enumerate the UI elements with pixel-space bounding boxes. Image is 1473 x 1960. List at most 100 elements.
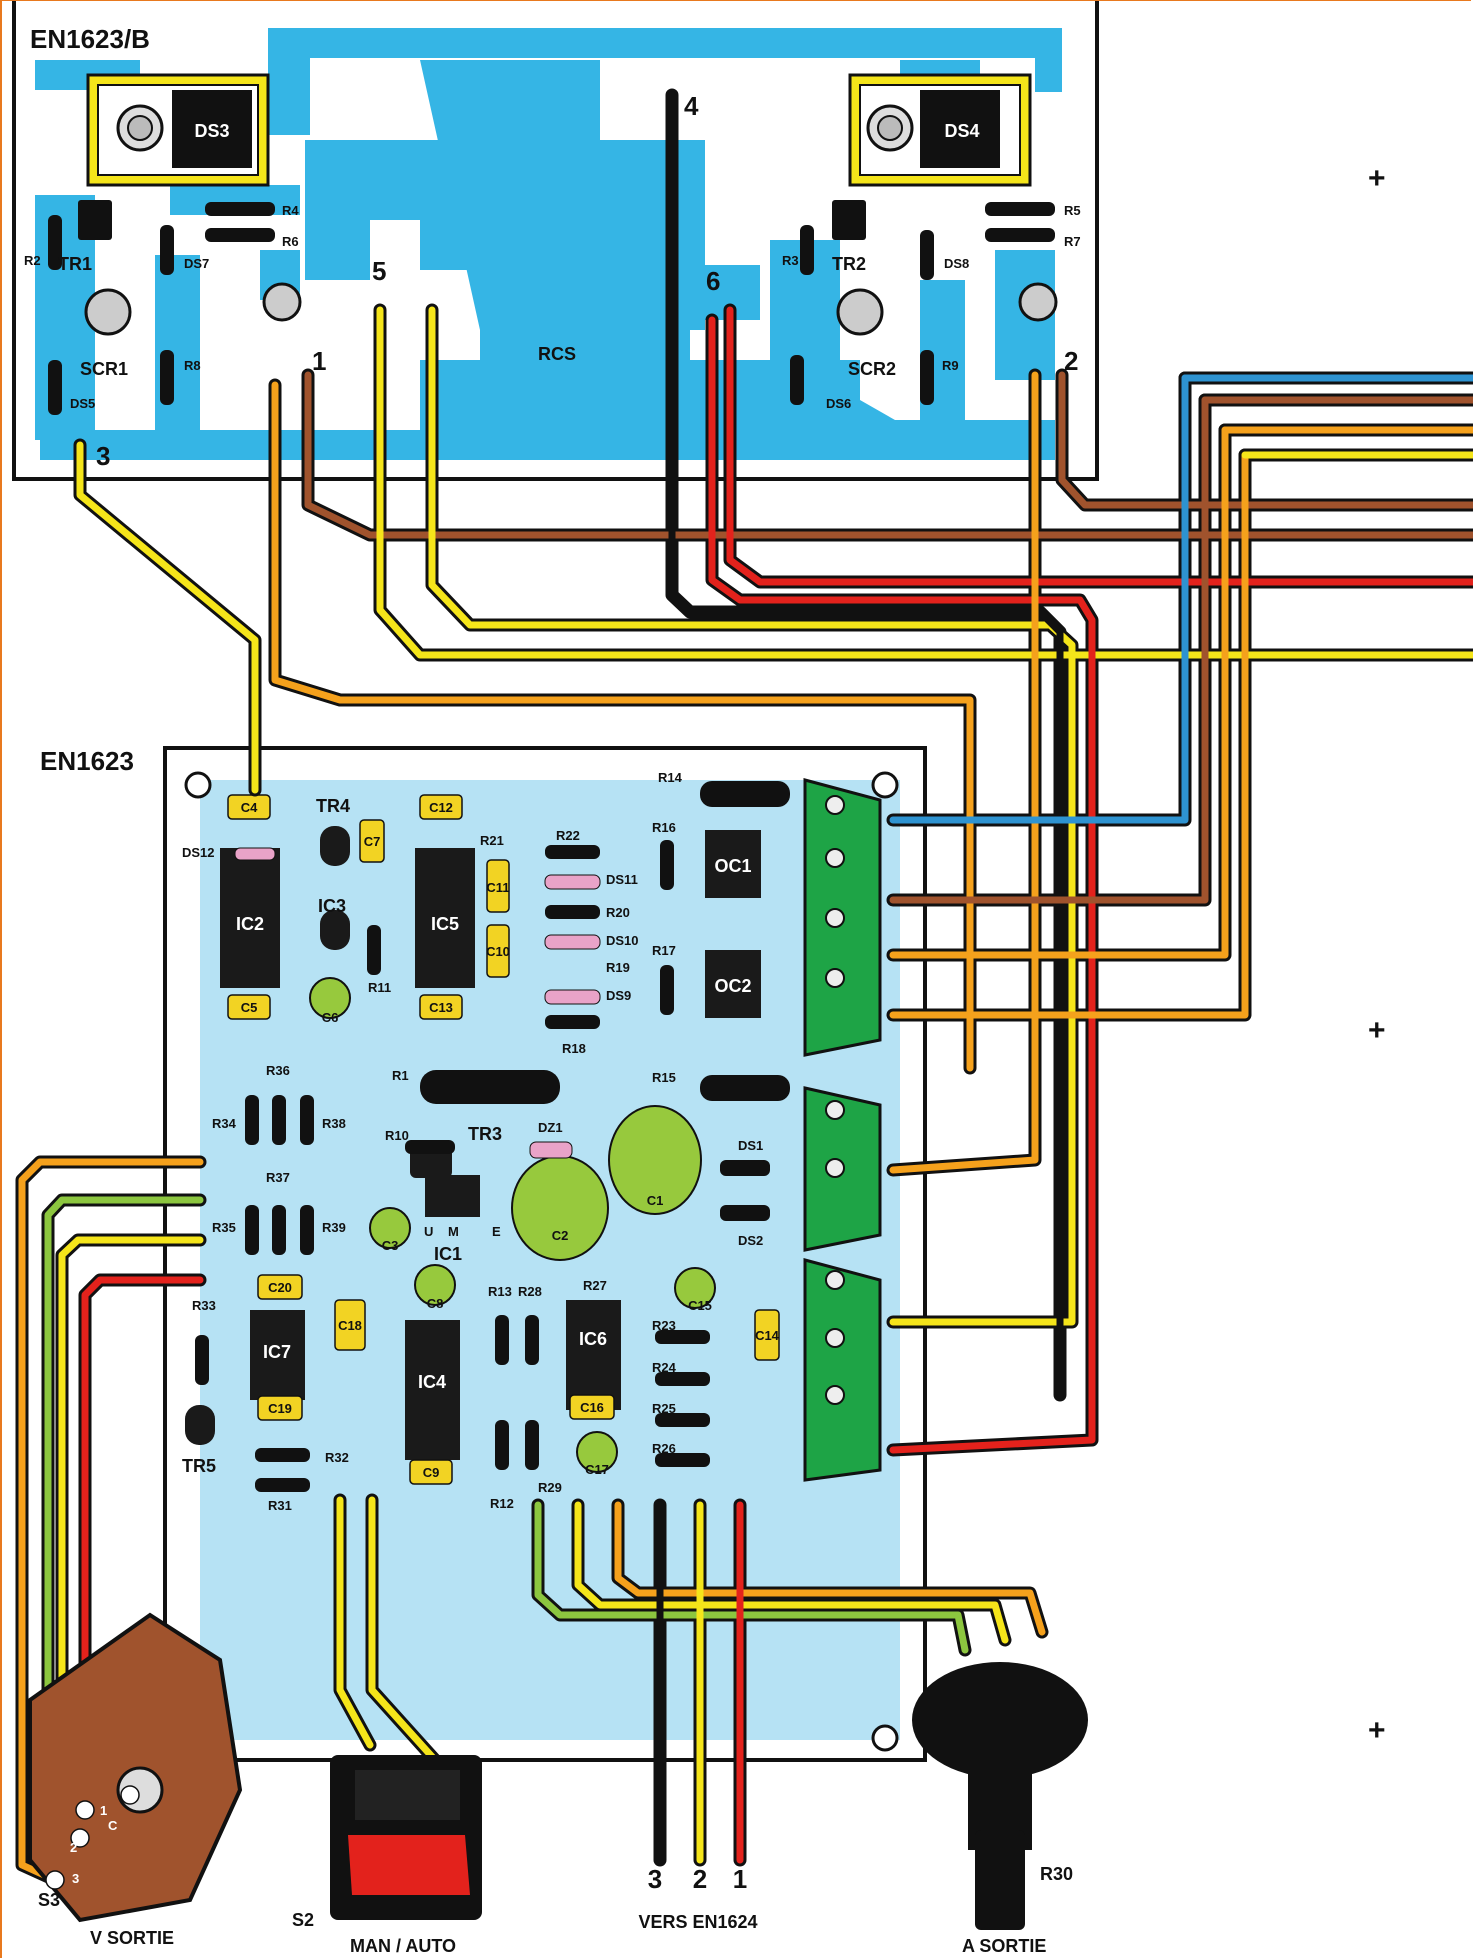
s3-pin-3: 3 [72,1871,79,1886]
c5-label: C5 [241,1000,258,1015]
tr1-label: TR1 [58,254,92,274]
ic2-label: IC2 [236,914,264,934]
c8-label: C8 [427,1296,444,1311]
ic1-pin-m: M [448,1224,459,1239]
power-board: DS3 DS4 EN1623/B TR1 TR2 SCR1 [12,1,1099,481]
terminal-3-label: 3 [96,441,110,471]
r29-label: R29 [538,1480,562,1495]
c2-label: C2 [552,1228,569,1243]
a-sortie-label: A SORTIE [962,1936,1046,1956]
r11-label: R11 [368,980,391,995]
ds6-label: DS6 [826,396,851,411]
c14-label: C14 [755,1328,780,1343]
r32-label: R32 [325,1450,349,1465]
r24-label: R24 [652,1360,677,1375]
c6-label: C6 [322,1010,339,1025]
s3-pin-1: 1 [100,1803,107,1818]
c7-label: C7 [364,834,381,849]
registration-mark-middle: + [1368,1014,1386,1047]
terminal-5-label: 5 [372,256,386,286]
ds11-label: DS11 [606,872,638,887]
s2-label: S2 [292,1910,314,1930]
r21-label: R21 [480,833,504,848]
s3-rotary-switch: 1 2 3 C [28,1612,243,1923]
r30-label: R30 [1040,1864,1073,1884]
r12-label: R12 [490,1496,514,1511]
c17-label: C17 [585,1462,609,1477]
r13-label: R13 [488,1284,512,1299]
c16-label: C16 [580,1400,604,1415]
c10-label: C10 [486,944,510,959]
r19-label: R19 [606,960,630,975]
r6-label: R6 [282,234,299,249]
registration-mark-bottom: + [1368,1714,1386,1747]
scr1-label: SCR1 [80,359,128,379]
r16-label: R16 [652,820,676,835]
c19-label: C19 [268,1401,292,1416]
c4-label: C4 [241,800,258,815]
r26-label: R26 [652,1441,676,1456]
c12-label: C12 [429,800,453,815]
r35-label: R35 [212,1220,236,1235]
ds9-label: DS9 [606,988,631,1003]
s3-pin-2: 2 [70,1840,77,1855]
ds5-label: DS5 [70,396,95,411]
r30-potentiometer [912,1662,1088,1930]
ds4-label: DS4 [944,121,979,141]
dz1-label: DZ1 [538,1120,563,1135]
ds10-label: DS10 [606,933,639,948]
control-board-title: EN1623 [40,746,134,776]
ic1-pin-u: U [424,1224,433,1239]
scr2-label: SCR2 [848,359,896,379]
c15-label: C15 [688,1298,712,1313]
c3-label: C3 [382,1238,399,1253]
ic1-label: IC1 [434,1244,462,1264]
ic1-pin-e: E [492,1224,501,1239]
ic3-label: IC3 [318,896,346,916]
r23-label: R23 [652,1318,676,1333]
r7-label: R7 [1064,234,1081,249]
r36-label: R36 [266,1063,290,1078]
s2-toggle-switch [330,1755,482,1920]
r3-label: R3 [782,253,799,268]
r10-label: R10 [385,1128,409,1143]
ds3-diode: DS3 [86,73,270,187]
r4-label: R4 [282,203,299,218]
ds8-label: DS8 [944,256,969,271]
c9-label: C9 [423,1465,440,1480]
s3-label: S3 [38,1890,60,1910]
ds2-label: DS2 [738,1233,763,1248]
r27-label: R27 [583,1278,607,1293]
terminal-6-label: 6 [706,266,720,296]
tr2-label: TR2 [832,254,866,274]
terminal-2-label: 2 [1064,346,1078,376]
ds4-diode: DS4 [848,73,1032,187]
terminal-4-label: 4 [684,91,699,121]
tr4-label: TR4 [316,796,350,816]
r33-label: R33 [192,1298,216,1313]
vers-number-2: 2 [693,1864,707,1894]
r14-label: R14 [658,770,683,785]
man-auto-label: MAN / AUTO [350,1936,456,1956]
tr3-label: TR3 [468,1124,502,1144]
s3-pin-c: C [108,1818,118,1833]
r39-label: R39 [322,1220,346,1235]
c18-label: C18 [338,1318,362,1333]
c1-label: C1 [647,1193,664,1208]
terminal-1-label: 1 [312,346,326,376]
tr5-label: TR5 [182,1456,216,1476]
ic4-label: IC4 [418,1372,446,1392]
r18-label: R18 [562,1041,586,1056]
ic6-label: IC6 [579,1329,607,1349]
r25-label: R25 [652,1401,676,1416]
r9-label: R9 [942,358,959,373]
oc2-label: OC2 [714,976,751,996]
c11-label: C11 [486,880,509,895]
r34-label: R34 [212,1116,237,1131]
r2-label: R2 [24,253,41,268]
rcs-label: RCS [538,344,576,364]
ic7-label: IC7 [263,1342,291,1362]
c20-label: C20 [268,1280,292,1295]
r5-label: R5 [1064,203,1081,218]
